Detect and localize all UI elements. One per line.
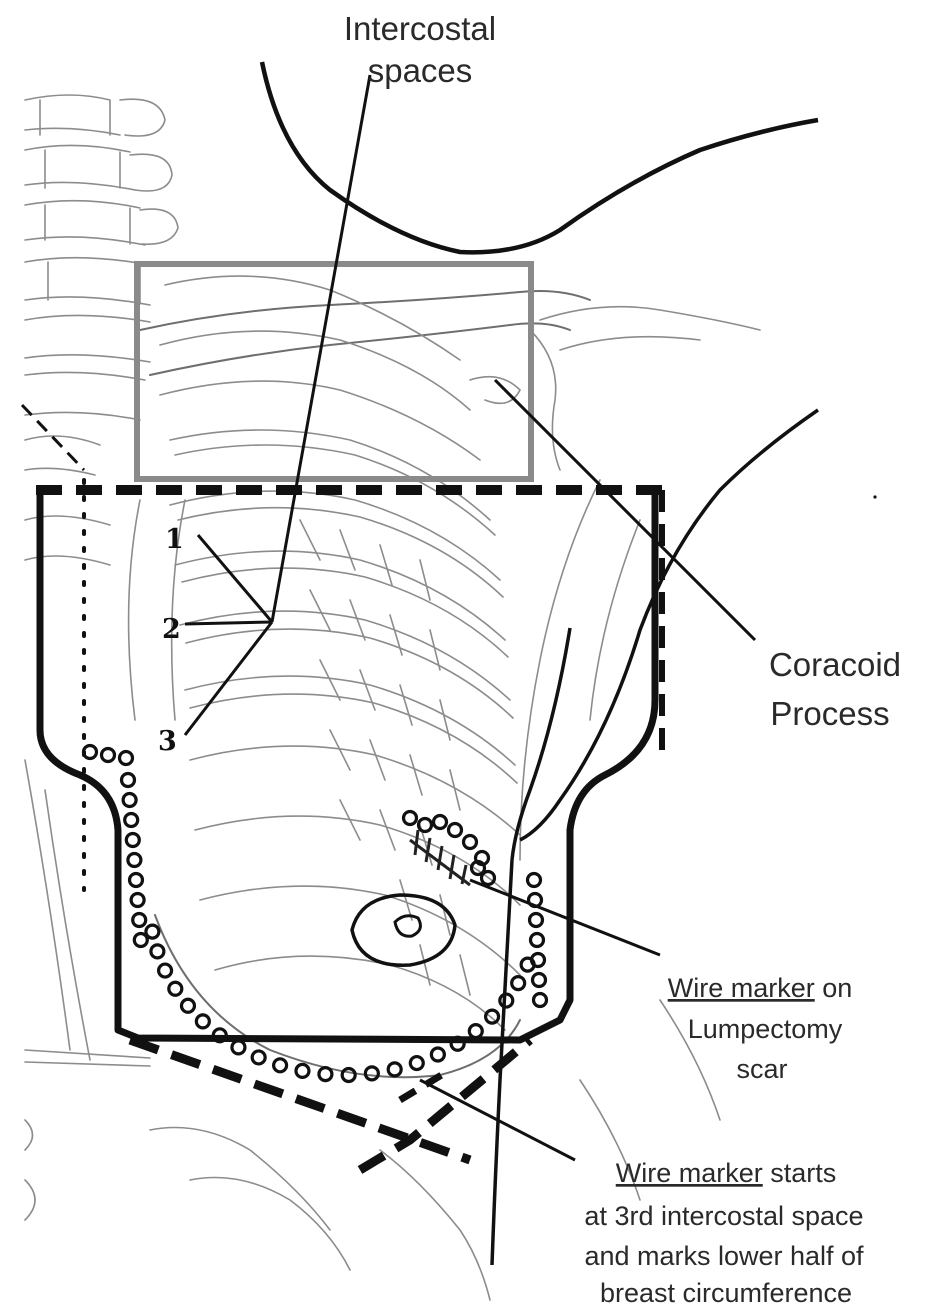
wire-marker-bead bbox=[342, 1068, 355, 1081]
wire-marker-bead bbox=[431, 1048, 444, 1061]
wire-marker-bead bbox=[123, 794, 136, 807]
wire-marker-bead bbox=[274, 1059, 287, 1072]
circumference-marker-underlined: Wire marker bbox=[616, 1158, 763, 1188]
wire-marker-bead bbox=[486, 1010, 499, 1023]
intercostal-label-line2: spaces bbox=[368, 52, 473, 89]
arm-contour bbox=[520, 410, 818, 840]
wire-marker-bead bbox=[126, 834, 139, 847]
wire-marker-bead bbox=[388, 1063, 401, 1076]
wire-marker-bead bbox=[130, 874, 143, 887]
scar-marker-rest: on bbox=[815, 973, 853, 1003]
wire-marker-bead bbox=[252, 1051, 265, 1064]
wire-marker-bead bbox=[131, 894, 144, 907]
wire-marker-bead bbox=[169, 982, 182, 995]
wire-marker-bead bbox=[533, 974, 546, 987]
nipple-areola bbox=[352, 895, 455, 965]
wire-marker-bead bbox=[120, 752, 133, 765]
scar-marker-label-line3: scar bbox=[736, 1054, 787, 1084]
coracoid-leader bbox=[495, 380, 755, 640]
wire-marker-bead bbox=[196, 1015, 209, 1028]
speck bbox=[873, 495, 876, 498]
coracoid-label-line2: Process bbox=[770, 695, 889, 732]
wire-marker-bead bbox=[146, 925, 159, 938]
wire-marker-bead bbox=[410, 1057, 423, 1070]
wire-marker-bead bbox=[365, 1067, 378, 1080]
wire-marker-bead bbox=[534, 994, 547, 1007]
circumference-label-line1: Wire marker starts bbox=[616, 1158, 837, 1188]
scar-marker-label-line1: Wire marker on bbox=[668, 973, 853, 1003]
rib-number-3: 3 bbox=[158, 726, 177, 757]
wire-marker-bead bbox=[296, 1064, 309, 1077]
intercostal-label-line1: Intercostal bbox=[344, 10, 496, 47]
wire-marker-bead bbox=[125, 814, 138, 827]
neck-contour bbox=[262, 62, 818, 252]
scar-marker-label-line2: Lumpectomy bbox=[688, 1014, 843, 1044]
circumference-label-line3: and marks lower half of bbox=[584, 1241, 864, 1271]
wire-marker-bead bbox=[151, 945, 164, 958]
wire-marker-circumference bbox=[84, 746, 547, 1082]
scar-marker-leader bbox=[470, 880, 660, 955]
wire-marker-bead bbox=[319, 1068, 332, 1081]
wire-marker-bead bbox=[133, 914, 146, 927]
wire-marker-bead bbox=[159, 964, 172, 977]
scar-marker-underlined: Wire marker bbox=[668, 973, 815, 1003]
wire-marker-bead bbox=[102, 749, 115, 762]
wire-marker-bead bbox=[449, 824, 462, 837]
wire-marker-bead bbox=[122, 774, 135, 787]
circumference-label-line2: at 3rd intercostal space bbox=[584, 1201, 863, 1231]
wire-marker-bead bbox=[128, 854, 141, 867]
circumference-label-line4: breast circumference bbox=[600, 1278, 852, 1308]
rib-number-2: 2 bbox=[162, 614, 181, 645]
wire-marker-bead bbox=[181, 999, 194, 1012]
wire-marker-bead bbox=[512, 977, 525, 990]
wire-marker-bead bbox=[232, 1041, 245, 1054]
wire-marker-bead bbox=[404, 812, 417, 825]
circumference-marker-rest: starts bbox=[763, 1158, 837, 1188]
rib-number-1: 1 bbox=[165, 524, 184, 555]
wire-marker-bead bbox=[464, 836, 477, 849]
coracoid-label-line1: Coracoid bbox=[769, 646, 901, 683]
wire-marker-bead bbox=[530, 914, 543, 927]
wire-marker-bead bbox=[531, 934, 544, 947]
wire-marker-bead bbox=[528, 874, 541, 887]
wire-marker-bead bbox=[469, 1025, 482, 1038]
wire-marker-bead bbox=[434, 816, 447, 829]
